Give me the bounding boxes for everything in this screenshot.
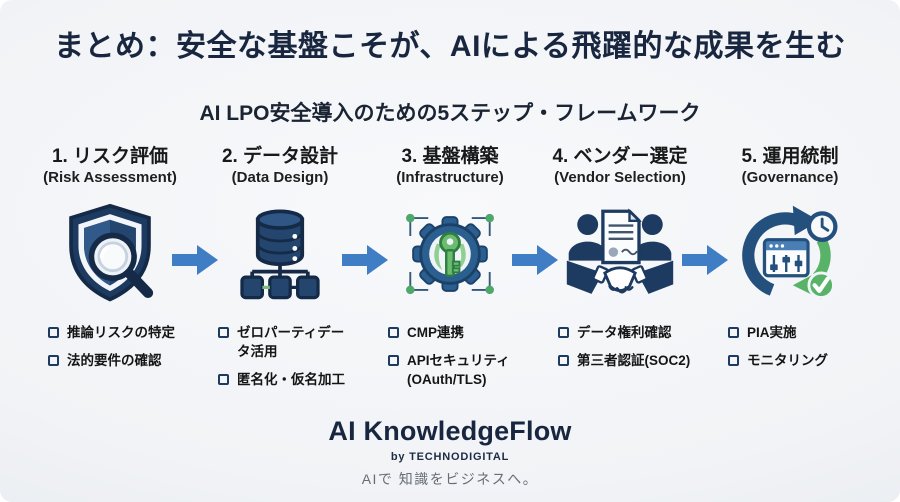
checkbox-icon <box>48 354 59 366</box>
checkbox-icon <box>388 354 399 366</box>
checkbox-icon <box>218 326 229 338</box>
step-title-ja: 4. ベンダー選定 <box>552 146 688 168</box>
step-column-risk-assessment: 1. リスク評価 (Risk Assessment) 推 <box>35 145 185 370</box>
step-title-ja: 3. 基盤構築 <box>401 146 499 168</box>
checklist-item: データ権利確認 <box>558 324 695 343</box>
step-header: 2. データ設計 (Data Design) <box>205 145 355 188</box>
database-hierarchy-icon <box>205 196 355 312</box>
checklist-item: CMP連携 <box>388 324 525 343</box>
checklist-item-label: 匿名化・仮名加工 <box>237 371 345 387</box>
step-checklist: データ権利確認 第三者認証(SOC2) <box>545 324 695 371</box>
checkbox-icon <box>558 326 569 338</box>
flow-arrow-icon <box>342 245 388 276</box>
checklist-item: 法的要件の確認 <box>48 352 185 371</box>
checklist-item-label: データ権利確認 <box>577 324 672 340</box>
checklist-item: PIA実施 <box>728 324 865 343</box>
step-checklist: ゼロパーティデータ活用 匿名化・仮名加工 <box>205 324 355 390</box>
checkbox-icon <box>728 326 739 338</box>
checklist-item-label: 第三者認証(SOC2) <box>577 352 691 368</box>
steps-row: 1. リスク評価 (Risk Assessment) 推 <box>0 145 900 389</box>
step-title-en: (Risk Assessment) <box>43 169 177 187</box>
step-title-ja: 2. データ設計 <box>221 146 339 168</box>
handshake-contract-icon <box>545 196 695 312</box>
slide-subtitle: AI LPO安全導入のための5ステップ・フレームワーク <box>199 102 701 125</box>
checklist-item: 匿名化・仮名加工 <box>218 371 355 390</box>
flow-arrow-icon <box>682 245 728 276</box>
step-checklist: PIA実施 モニタリング <box>715 324 865 371</box>
checklist-item-label: 推論リスクの特定 <box>67 324 175 340</box>
gear-key-icon <box>375 196 525 312</box>
step-title-ja: 5. 運用統制 <box>741 146 839 168</box>
flow-arrow-icon <box>172 245 218 276</box>
shield-magnifier-icon <box>35 196 185 312</box>
step-column-governance: 5. 運用統制 (Governance) <box>715 145 865 370</box>
checklist-item-label: CMP連携 <box>407 324 464 340</box>
checkbox-icon <box>558 354 569 366</box>
checklist-item-label: APIセキュリティ (OAuth/TLS) <box>407 352 510 387</box>
checklist-item: ゼロパーティデータ活用 <box>218 324 355 362</box>
checklist-item-label: モニタリング <box>747 352 828 368</box>
brand-tagline: AIで 知識をビジネスへ。 <box>361 470 539 487</box>
checklist-item-label: PIA実施 <box>747 324 797 340</box>
footer: AI KnowledgeFlow by TECHNODIGITAL AIで 知識… <box>0 415 900 488</box>
checkbox-icon <box>728 354 739 366</box>
step-header: 1. リスク評価 (Risk Assessment) <box>35 145 185 188</box>
brand-name: AI KnowledgeFlow <box>328 416 572 447</box>
step-header: 5. 運用統制 (Governance) <box>715 145 865 188</box>
checklist-item-label: ゼロパーティデータ活用 <box>237 324 345 359</box>
checkbox-icon <box>388 326 399 338</box>
step-title-en: (Infrastructure) <box>396 169 504 187</box>
checklist-item-label: 法的要件の確認 <box>67 352 162 368</box>
brand-byline: by TECHNODIGITAL <box>390 450 510 463</box>
checklist-item: 第三者認証(SOC2) <box>558 352 695 371</box>
step-header: 3. 基盤構築 (Infrastructure) <box>375 145 525 188</box>
checkbox-icon <box>218 373 229 385</box>
checkbox-icon <box>48 326 59 338</box>
step-checklist: 推論リスクの特定 法的要件の確認 <box>35 324 185 371</box>
step-header: 4. ベンダー選定 (Vendor Selection) <box>545 145 695 188</box>
cycle-monitor-icon <box>715 196 865 312</box>
checklist-item: 推論リスクの特定 <box>48 324 185 343</box>
step-column-vendor-selection: 4. ベンダー選定 (Vendor Selection) <box>545 145 695 370</box>
step-title-en: (Data Design) <box>231 169 329 187</box>
checklist-item: モニタリング <box>728 352 865 371</box>
page-title: まとめ：安全な基盤こそが、AIによる飛躍的な成果を生む <box>54 30 846 63</box>
step-column-data-design: 2. データ設計 (Data Design) <box>205 145 355 389</box>
step-title-en: (Vendor Selection) <box>554 169 686 187</box>
step-title-ja: 1. リスク評価 <box>51 146 169 168</box>
checklist-item: APIセキュリティ (OAuth/TLS) <box>388 352 525 390</box>
flow-arrow-icon <box>512 245 558 276</box>
step-column-infrastructure: 3. 基盤構築 (Infrastructure) <box>375 145 525 389</box>
step-title-en: (Governance) <box>741 169 839 187</box>
step-checklist: CMP連携 APIセキュリティ (OAuth/TLS) <box>375 324 525 390</box>
